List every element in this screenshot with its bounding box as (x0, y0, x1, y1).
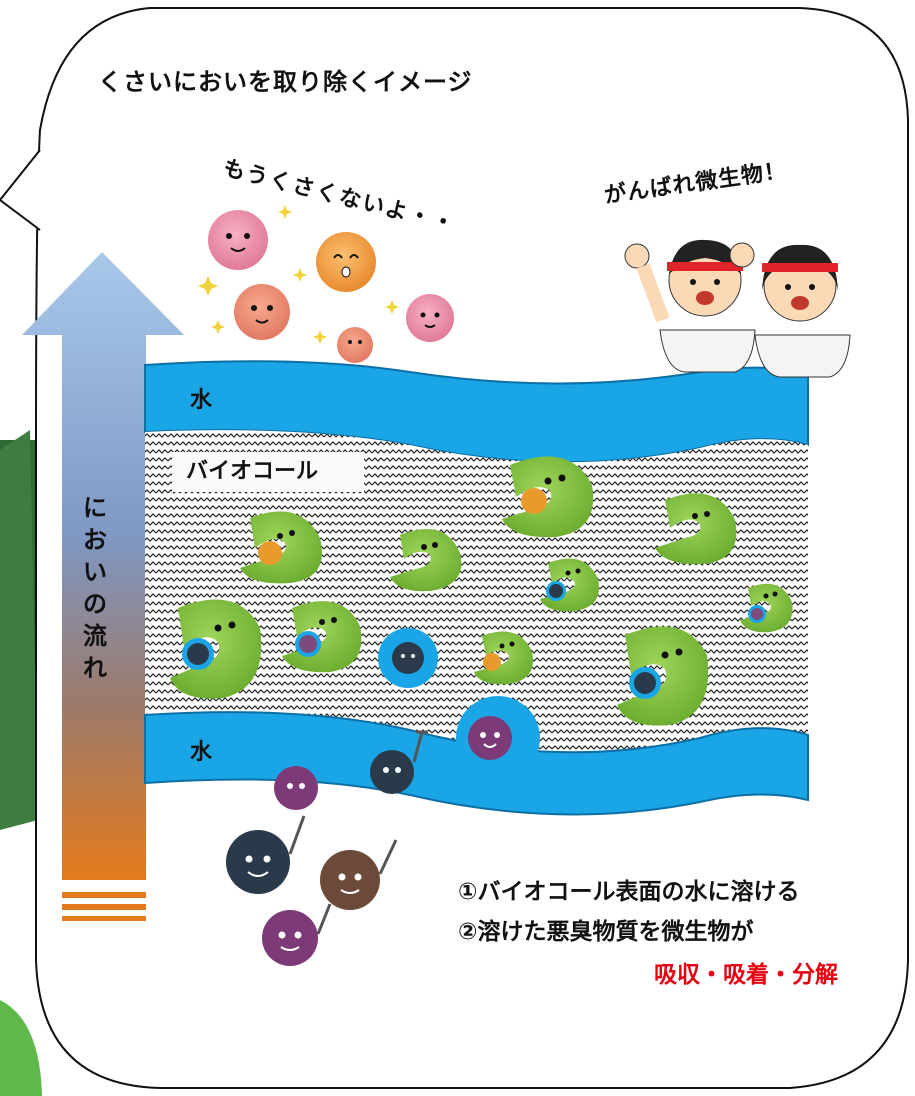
cheering-kids (624, 239, 851, 378)
frame-tail (0, 149, 41, 231)
microbe-4 (655, 493, 737, 565)
microbe-3 (502, 456, 594, 538)
flow-char: の (83, 590, 107, 618)
microbe-9 (474, 631, 533, 685)
microbe-group (170, 456, 793, 726)
flow-char: に (83, 494, 107, 522)
germ-purple-water (468, 716, 512, 760)
microbe-2 (390, 529, 462, 592)
flow-char: れ (83, 654, 107, 682)
odor-flow-label: に お い の 流 れ (78, 492, 112, 684)
microbe-5 (540, 558, 599, 612)
water-label-top: 水 (190, 388, 213, 413)
microbe-8 (282, 601, 362, 673)
microbe-6 (740, 583, 793, 633)
water-label-bottom: 水 (190, 740, 213, 765)
process-note-1: ①バイオコール表面の水に溶ける (458, 879, 800, 905)
odor-flow-arrow (22, 252, 184, 921)
flow-char: 流 (83, 622, 107, 650)
microbe-7 (170, 599, 262, 699)
biocoal-label: バイオコール (172, 452, 364, 492)
flow-char: い (83, 558, 107, 586)
flow-char: お (83, 526, 107, 554)
process-note-2: ②溶けた悪臭物質を微生物が (458, 919, 754, 945)
clean-odor-particles (198, 205, 454, 363)
diagram-title: くさいにおいを取り除くイメージ (98, 68, 473, 96)
germ-in-droplet (378, 628, 438, 688)
bad-odor-germs (226, 730, 428, 966)
microbe-10 (617, 626, 709, 726)
process-note-3: 吸収・吸着・分解 (654, 962, 838, 988)
microbe-1 (240, 511, 322, 584)
background-slivers (0, 430, 42, 1096)
